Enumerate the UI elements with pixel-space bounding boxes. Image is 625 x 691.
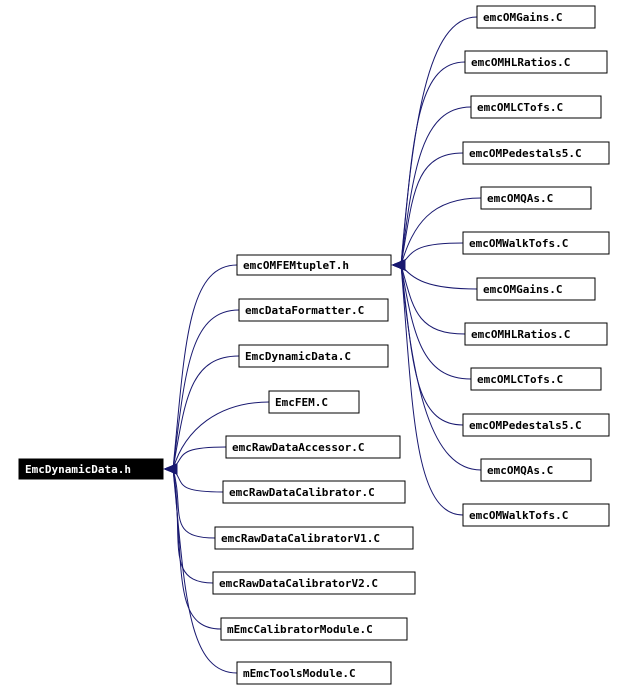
- dependency-edge: [172, 264, 238, 470]
- file-node[interactable]: emcOMLCTofs.C: [470, 367, 602, 391]
- file-node-label: emcOMPedestals5.C: [469, 147, 582, 160]
- arrowhead-icon: [163, 463, 178, 475]
- file-node-box: [220, 617, 408, 641]
- root-node[interactable]: EmcDynamicData.h: [18, 458, 164, 480]
- file-node-label: mEmcToolsModule.C: [243, 667, 356, 680]
- dependency-edge: [400, 197, 482, 266]
- file-node-box: [462, 413, 610, 437]
- file-node-box: [480, 458, 592, 482]
- file-node[interactable]: emcRawDataCalibratorV1.C: [214, 526, 414, 550]
- file-node-label: emcRawDataCalibratorV1.C: [221, 532, 380, 545]
- root-node-box: [18, 458, 164, 480]
- file-node[interactable]: emcDataFormatter.C: [238, 298, 389, 322]
- file-node-label: emcRawDataCalibratorV2.C: [219, 577, 378, 590]
- dependency-edge: [400, 61, 466, 266]
- file-node-box: [480, 186, 592, 210]
- file-node-label: EmcFEM.C: [275, 396, 328, 409]
- file-node-label: EmcDynamicData.C: [245, 350, 351, 363]
- dependency-edge: [172, 468, 238, 674]
- dependency-edge: [400, 264, 472, 380]
- file-node-box: [476, 277, 596, 301]
- file-node[interactable]: emcRawDataCalibratorV2.C: [212, 571, 416, 595]
- root-node-label: EmcDynamicData.h: [25, 463, 131, 476]
- dependency-edge: [400, 242, 464, 266]
- dependency-edge: [400, 264, 478, 290]
- dependency-edge: [400, 106, 472, 266]
- file-node-label: emcOMGains.C: [483, 11, 562, 24]
- file-node-label: emcOMPedestals5.C: [469, 419, 582, 432]
- file-node-box: [238, 298, 389, 322]
- file-node[interactable]: emcOMGains.C: [476, 277, 596, 301]
- file-node[interactable]: mEmcToolsModule.C: [236, 661, 392, 685]
- file-node[interactable]: emcOMLCTofs.C: [470, 95, 602, 119]
- file-node-box: [464, 50, 608, 74]
- file-node-box: [470, 367, 602, 391]
- dependency-edge: [400, 264, 464, 426]
- file-node-label: emcOMQAs.C: [487, 464, 553, 477]
- file-node-box: [462, 503, 610, 527]
- node-layer: EmcDynamicData.h emcOMFEMtupleT.h emcDataF…: [18, 5, 610, 685]
- file-node-box: [462, 231, 610, 255]
- file-node-label: emcOMHLRatios.C: [471, 56, 570, 69]
- dependency-edge: [172, 468, 214, 584]
- file-node-label: emcOMQAs.C: [487, 192, 553, 205]
- file-node[interactable]: emcRawDataAccessor.C: [225, 435, 401, 459]
- file-node-label: emcOMWalkTofs.C: [469, 509, 568, 522]
- file-node-box: [222, 480, 406, 504]
- edge-layer: [163, 16, 482, 674]
- dependency-edge: [172, 468, 224, 493]
- file-node-box: [236, 661, 392, 685]
- file-node[interactable]: EmcDynamicData.C: [238, 344, 389, 368]
- file-node-label: emcOMHLRatios.C: [471, 328, 570, 341]
- file-node-label: mEmcCalibratorModule.C: [227, 623, 373, 636]
- dependency-edge: [172, 401, 270, 470]
- file-node-box: [214, 526, 414, 550]
- file-node[interactable]: emcOMFEMtupleT.h: [236, 254, 392, 276]
- arrowhead-icon: [391, 259, 406, 271]
- file-node[interactable]: emcOMGains.C: [476, 5, 596, 29]
- file-node-box: [238, 344, 389, 368]
- file-node-label: emcOMGains.C: [483, 283, 562, 296]
- file-node-label: emcRawDataCalibrator.C: [229, 486, 375, 499]
- file-node-box: [476, 5, 596, 29]
- dependency-edge: [172, 468, 216, 539]
- file-node-label: emcOMWalkTofs.C: [469, 237, 568, 250]
- file-node[interactable]: emcOMPedestals5.C: [462, 141, 610, 165]
- file-node[interactable]: emcOMHLRatios.C: [464, 50, 608, 74]
- dependency-edge: [172, 309, 240, 470]
- file-node[interactable]: emcOMQAs.C: [480, 186, 592, 210]
- file-node-label: emcRawDataAccessor.C: [232, 441, 364, 454]
- file-node-label: emcOMLCTofs.C: [477, 101, 563, 114]
- file-node-box: [470, 95, 602, 119]
- dependency-edge: [172, 355, 240, 470]
- dependency-edge: [400, 264, 482, 471]
- dependency-edge: [400, 152, 464, 266]
- dependency-edge: [400, 264, 466, 335]
- file-node[interactable]: emcOMWalkTofs.C: [462, 231, 610, 255]
- file-node-box: [225, 435, 401, 459]
- file-node-box: [212, 571, 416, 595]
- dependency-edge: [400, 264, 464, 516]
- file-node[interactable]: mEmcCalibratorModule.C: [220, 617, 408, 641]
- file-node[interactable]: emcOMHLRatios.C: [464, 322, 608, 346]
- file-node-box: [268, 390, 360, 414]
- file-node[interactable]: emcOMPedestals5.C: [462, 413, 610, 437]
- file-node-label: emcOMLCTofs.C: [477, 373, 563, 386]
- file-node[interactable]: emcRawDataCalibrator.C: [222, 480, 406, 504]
- file-node[interactable]: emcOMWalkTofs.C: [462, 503, 610, 527]
- file-node[interactable]: EmcFEM.C: [268, 390, 360, 414]
- file-node-label: emcOMFEMtupleT.h: [243, 259, 349, 272]
- file-node-box: [236, 254, 392, 276]
- file-node[interactable]: emcOMQAs.C: [480, 458, 592, 482]
- file-node-box: [462, 141, 610, 165]
- file-node-box: [464, 322, 608, 346]
- file-node-label: emcDataFormatter.C: [245, 304, 364, 317]
